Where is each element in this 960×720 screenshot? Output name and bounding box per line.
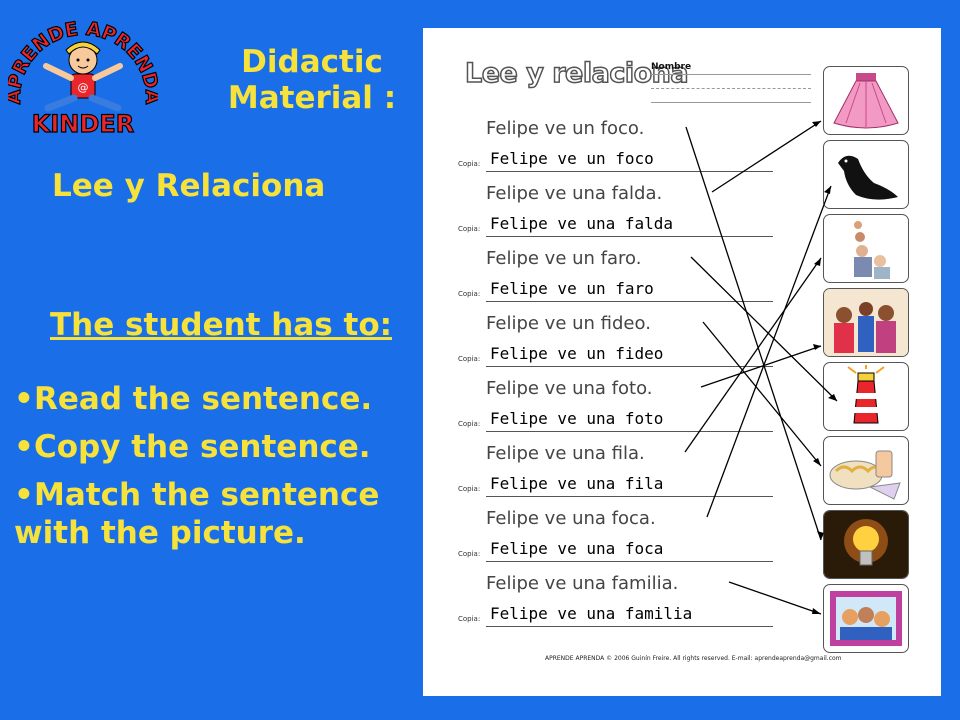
copied-text: Felipe ve una fila — [490, 474, 664, 493]
step-match: •Match the sentence with the picture. — [14, 477, 380, 551]
sentence-row: Felipe ve una familia. Copia: Felipe ve … — [458, 573, 778, 637]
instructions-heading: The student has to: — [50, 307, 393, 343]
worksheet: Lee y relaciona Nombre Felipe ve un foco… — [423, 28, 941, 696]
copied-text: Felipe ve una foto — [490, 409, 664, 428]
step-copy: •Copy the sentence. — [14, 429, 371, 465]
copy-label: Copia: — [458, 225, 481, 233]
sentence-row: Felipe ve una falda. Copia: Felipe ve un… — [458, 183, 778, 247]
sentence-row: Felipe ve una fila. Copia: Felipe ve una… — [458, 443, 778, 507]
noodles-icon — [823, 436, 909, 505]
copy-line — [486, 236, 773, 237]
seal-icon — [823, 140, 909, 209]
copy-line — [486, 171, 773, 172]
sentence-row: Felipe ve un faro. Copia: Felipe ve un f… — [458, 248, 778, 312]
slide-title: Didactic Material : — [227, 44, 397, 116]
name-line — [651, 74, 811, 75]
copied-text: Felipe ve una foca — [490, 539, 664, 558]
copy-label: Copia: — [458, 290, 481, 298]
sentence-row: Felipe ve un fideo. Copia: Felipe ve un … — [458, 313, 778, 377]
sentence-text: Felipe ve un fideo. — [486, 313, 651, 334]
copy-label: Copia: — [458, 485, 481, 493]
copied-text: Felipe ve una falda — [490, 214, 674, 233]
copy-line — [486, 561, 773, 562]
sentence-row: Felipe ve una foto. Copia: Felipe ve una… — [458, 378, 778, 442]
name-line — [651, 88, 811, 89]
copy-label: Copia: — [458, 420, 481, 428]
sentence-text: Felipe ve una foto. — [486, 378, 653, 399]
lightbulb-icon — [823, 510, 909, 579]
lighthouse-icon — [823, 362, 909, 431]
skirt-icon — [823, 66, 909, 135]
sentence-text: Felipe ve un faro. — [486, 248, 642, 269]
queue-icon — [823, 214, 909, 283]
logo-badge: @ — [78, 81, 89, 94]
copy-line — [486, 366, 773, 367]
sentence-text: Felipe ve una falda. — [486, 183, 663, 204]
slide-subtitle: Lee y Relaciona — [52, 168, 326, 204]
step-read: •Read the sentence. — [14, 381, 373, 417]
logo-bottom-text: KINDER — [32, 110, 134, 138]
copy-line — [486, 301, 773, 302]
name-label: Nombre — [651, 62, 692, 72]
copy-label: Copia: — [458, 615, 481, 623]
copied-text: Felipe ve un faro — [490, 279, 654, 298]
sentence-text: Felipe ve un foco. — [486, 118, 645, 139]
copy-line — [486, 496, 773, 497]
name-line — [651, 102, 811, 103]
copy-label: Copia: — [458, 355, 481, 363]
instruction-list: •Read the sentence. •Copy the sentence. … — [14, 380, 414, 562]
copy-label: Copia: — [458, 160, 481, 168]
logo: APRENDE APRENDA @ KINDER — [2, 10, 163, 140]
copied-text: Felipe ve un foco — [490, 149, 654, 168]
copy-label: Copia: — [458, 550, 481, 558]
worksheet-title: Lee y relaciona — [464, 57, 689, 90]
sentence-row: Felipe ve una foca. Copia: Felipe ve una… — [458, 508, 778, 572]
sentence-row: Felipe ve un foco. Copia: Felipe ve un f… — [458, 118, 778, 182]
copied-text: Felipe ve un fideo — [490, 344, 664, 363]
copy-line — [486, 431, 773, 432]
footer-copyright: APRENDE APRENDA © 2006 Guinín Freire. Al… — [545, 655, 842, 662]
copied-text: Felipe ve una familia — [490, 604, 693, 623]
family-icon — [823, 288, 909, 357]
sentence-text: Felipe ve una fila. — [486, 443, 645, 464]
copy-line — [486, 626, 773, 627]
sentence-text: Felipe ve una familia. — [486, 573, 679, 594]
photo-frame-icon — [823, 584, 909, 653]
sentence-text: Felipe ve una foca. — [486, 508, 656, 529]
